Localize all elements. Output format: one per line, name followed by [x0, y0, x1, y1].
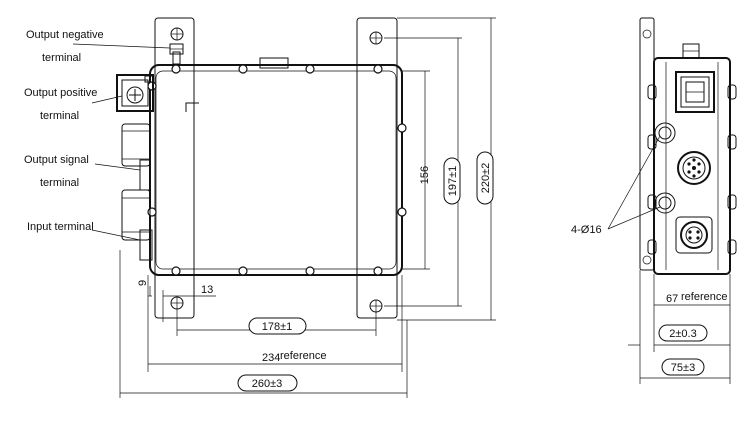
right-mounting-bracket: [356, 17, 398, 319]
input-terminal: [121, 189, 153, 261]
side-output-positive-connector: [675, 71, 715, 113]
label-output-negative-line2: terminal: [42, 52, 81, 64]
label-output-signal-line1: Output signal: [24, 154, 89, 166]
dim-offset-9: 9: [137, 280, 149, 286]
dim-width-reference: 234: [262, 352, 280, 364]
left-mounting-bracket: [154, 17, 195, 319]
output-positive-terminal: [116, 74, 154, 112]
side-bolt-heads: [647, 84, 737, 255]
output-negative-terminal: [169, 43, 184, 65]
dim-width-overall: 260±3: [252, 378, 283, 390]
dim-offset-13: 13: [201, 284, 213, 296]
front-view: [72, 17, 407, 319]
callout-leaders: [72, 43, 171, 241]
top-vent-connector: [259, 57, 289, 69]
housing-inner-edge: [155, 70, 397, 270]
side-mounting-flange: [639, 17, 655, 271]
dim-height-body: 156: [419, 166, 431, 184]
corner-mark: [185, 102, 199, 112]
dim-depth-overall: 75±3: [671, 362, 695, 374]
label-output-positive-line1: Output positive: [24, 87, 97, 99]
side-view: [607, 17, 737, 275]
label-output-signal-line2: terminal: [40, 177, 79, 189]
side-pipe-port-upper: [654, 122, 676, 144]
label-output-negative-line1: Output negative: [26, 29, 104, 41]
side-signal-connector: [677, 151, 711, 185]
dim-width-reference-suffix: reference: [280, 350, 326, 362]
output-signal-terminal: [121, 123, 151, 191]
front-dimensions: [119, 17, 496, 398]
housing-bolts: [147, 64, 407, 276]
dim-flange-thickness: 2±0.3: [669, 328, 696, 340]
dim-hole-diameter: 4-Ø16: [571, 224, 602, 236]
side-housing: [653, 57, 731, 275]
side-dimensions: [628, 270, 731, 384]
dim-height-overall: 220±2: [480, 163, 492, 194]
label-output-positive-line2: terminal: [40, 110, 79, 122]
side-pipe-port-lower: [654, 192, 676, 214]
dim-height-holes: 197±1: [447, 166, 459, 197]
label-input-terminal: Input terminal: [27, 221, 94, 233]
dim-depth-reference-suffix: reference: [681, 291, 727, 303]
dim-width-holes: 178±1: [262, 321, 293, 333]
side-input-connector: [675, 216, 713, 254]
converter-housing: [149, 64, 403, 276]
dim-depth-reference: 67: [666, 293, 678, 305]
